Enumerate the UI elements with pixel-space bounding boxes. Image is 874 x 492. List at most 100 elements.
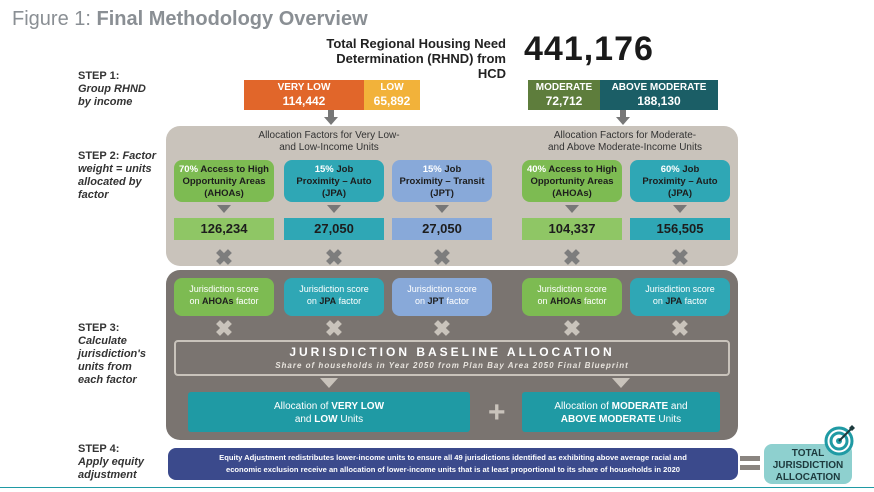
allocation-low-pre: Allocation of	[273, 401, 332, 412]
multiply-icon: ✖	[670, 245, 690, 270]
multiply-icon: ✖	[432, 316, 452, 341]
arrow-down-icon	[435, 205, 449, 213]
allocation-low-bold1: VERY LOW	[331, 401, 385, 412]
score-line1: Jurisdiction score	[645, 284, 715, 294]
income-low: LOW 65,892	[364, 80, 420, 110]
arrow-stem-low	[328, 110, 334, 118]
figure-title-text: Final Methodology Overview	[96, 8, 368, 30]
score-post: factor	[581, 296, 607, 306]
factor-line1: Job	[682, 164, 700, 175]
allocation-mod-box: Allocation of MODERATE and ABOVE MODERAT…	[522, 392, 720, 432]
factor-value-jpa-mod: 156,505	[630, 218, 730, 240]
score-post: factor	[336, 296, 362, 306]
score-line1: Jurisdiction score	[537, 284, 607, 294]
mod-factors-title: Allocation Factors for Moderate- and Abo…	[510, 130, 740, 154]
factor-line2: Proximity – Auto	[642, 176, 718, 187]
score-pre: on	[306, 296, 320, 306]
income-very-low-value: 114,442	[282, 94, 326, 108]
score-jpa-low: Jurisdiction score on JPA factor	[284, 278, 384, 316]
total-line1: TOTAL	[791, 448, 825, 459]
step-3-desc-line1: Calculate	[78, 335, 127, 347]
step-2-desc-line2: weight = units	[78, 163, 152, 175]
score-factor: JPA	[319, 296, 337, 306]
total-line2: JURISDICTION	[772, 460, 844, 471]
step-2-title: STEP 2:	[78, 150, 120, 162]
bottom-rule	[0, 487, 874, 488]
score-pre: on	[414, 296, 428, 306]
step-1-desc-line2: by income	[78, 96, 133, 108]
step-3-desc-line4: each factor	[78, 374, 137, 386]
factor-line2: Proximity – Auto	[296, 176, 372, 187]
factor-line3: (JPT)	[430, 188, 454, 199]
factor-jpt-low: 15% Job Proximity – Transit (JPT)	[392, 160, 492, 202]
step-3-desc-line2: jurisdiction's	[78, 348, 147, 360]
step-4-desc-line2: adjustment	[78, 469, 137, 481]
factor-line2: Opportunity Areas	[182, 176, 266, 187]
mod-factors-title-line2: and Above Moderate-Income Units	[548, 142, 702, 153]
step-1-label: STEP 1: Group RHND by income	[78, 70, 146, 109]
multiply-icon: ✖	[670, 316, 690, 341]
multiply-icon: ✖	[562, 245, 582, 270]
income-very-low-label: VERY LOW	[277, 82, 331, 93]
factor-pct: 15%	[422, 164, 442, 175]
arrow-down-icon	[217, 205, 231, 213]
factor-ahoa-mod: 40% Access to High Opportunity Areas (AH…	[522, 160, 622, 202]
baseline-allocation-box: JURISDICTION BASELINE ALLOCATION Share o…	[174, 340, 730, 376]
income-moderate: MODERATE 72,712	[528, 80, 600, 110]
multiply-icon: ✖	[324, 245, 344, 270]
figure-label: Figure 1:	[12, 8, 91, 30]
factor-pct: 40%	[527, 164, 547, 175]
allocation-mod-and: and	[668, 401, 688, 412]
allocation-low-post: Units	[337, 414, 364, 425]
factor-value-jpa-low: 27,050	[284, 218, 384, 240]
equity-text-line2: economic exclusion receive an allocation…	[225, 465, 681, 474]
income-moderate-value: 72,712	[545, 94, 583, 108]
income-low-label: LOW	[380, 82, 404, 93]
arrow-down-icon	[327, 205, 341, 213]
baseline-subtitle: Share of households in Year 2050 from Pl…	[275, 361, 629, 370]
score-line1: Jurisdiction score	[189, 284, 259, 294]
score-pre: on	[537, 296, 550, 306]
score-pre: on	[652, 296, 666, 306]
income-above-moderate: ABOVE MODERATE 188,130	[600, 80, 718, 110]
step-3-title: STEP 3:	[78, 322, 120, 334]
factor-line1: Access to High	[548, 164, 617, 175]
multiply-icon: ✖	[324, 316, 344, 341]
factor-line1: Job	[444, 164, 462, 175]
score-jpt-low: Jurisdiction score on JPT factor	[392, 278, 492, 316]
score-post: factor	[444, 296, 470, 306]
income-low-value: 65,892	[373, 94, 411, 108]
baseline-title: JURISDICTION BASELINE ALLOCATION	[289, 345, 615, 359]
step-2-desc-line1: Factor	[122, 150, 157, 162]
rhnd-label-line2: Determination (RHND) from HCD	[336, 51, 506, 81]
arrow-down-icon	[616, 117, 630, 125]
step-2-desc-line4: factor	[78, 189, 109, 201]
step-4-label: STEP 4: Apply equity adjustment	[78, 443, 144, 482]
score-factor: AHOAs	[201, 296, 234, 306]
step-4-desc-line1: Apply equity	[78, 456, 145, 468]
multiply-icon: ✖	[214, 245, 234, 270]
income-moderate-label: MODERATE	[535, 82, 593, 93]
score-line1: Jurisdiction score	[407, 284, 477, 294]
factor-line2: Proximity – Transit	[399, 176, 485, 187]
rhnd-label-line1: Total Regional Housing Need	[326, 36, 506, 51]
factor-pct: 15%	[314, 164, 334, 175]
factor-pct: 60%	[660, 164, 680, 175]
low-factors-title-line1: Allocation Factors for Very Low-	[258, 130, 400, 141]
factor-pct: 70%	[179, 164, 199, 175]
step-4-title: STEP 4:	[78, 443, 120, 455]
factor-line2: Opportunity Areas	[530, 176, 614, 187]
factor-jpa-mod: 60% Job Proximity – Auto (JPA)	[630, 160, 730, 202]
equals-icon-bar2	[740, 465, 760, 470]
step-3-label: STEP 3: Calculate jurisdiction's units f…	[78, 322, 146, 387]
score-ahoa-low: Jurisdiction score on AHOAs factor	[174, 278, 274, 316]
factor-value-ahoa-mod: 104,337	[522, 218, 622, 240]
factor-value-ahoa-low: 126,234	[174, 218, 274, 240]
low-factors-title-line2: and Low-Income Units	[279, 142, 379, 153]
equity-adjustment-bar: Equity Adjustment redistributes lower-in…	[168, 448, 738, 480]
allocation-low-and: and	[294, 414, 315, 425]
factor-line1: Access to High	[200, 164, 269, 175]
factor-line3: (AHOAs)	[552, 188, 592, 199]
equals-icon	[740, 456, 760, 461]
mod-factors-title-line1: Allocation Factors for Moderate-	[553, 130, 697, 141]
